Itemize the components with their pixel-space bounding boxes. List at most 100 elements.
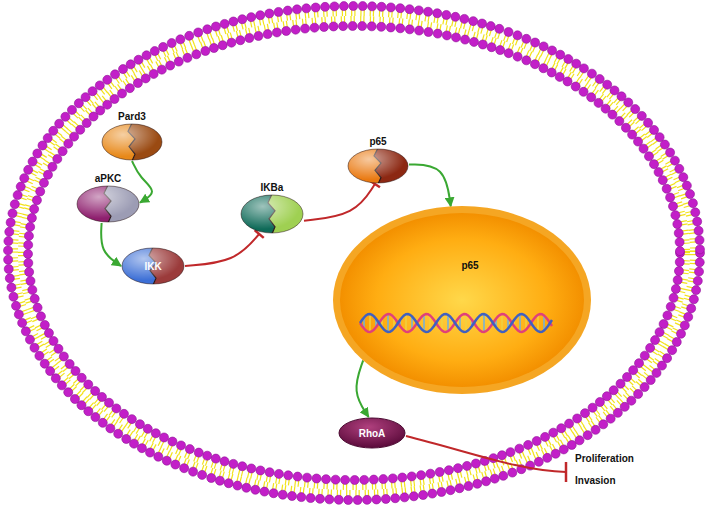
lipid-head: [35, 351, 44, 360]
lipid-head: [149, 69, 158, 78]
lipid-head: [591, 425, 600, 434]
lipid-head: [44, 329, 53, 338]
lipid-head: [293, 5, 302, 14]
lipid-head: [282, 26, 291, 35]
lipid-head: [168, 437, 177, 446]
lipid-head: [12, 301, 21, 310]
lipid-head: [644, 118, 653, 127]
lipid-head: [14, 310, 23, 319]
lipid-head: [236, 36, 245, 45]
lipid-head: [180, 464, 189, 473]
lipid-head: [134, 55, 143, 64]
lipid-head: [350, 475, 359, 484]
protein-ikk: IKK: [121, 247, 185, 285]
lipid-head: [201, 46, 210, 55]
lipid-head: [288, 492, 297, 501]
lipid-head: [315, 494, 324, 503]
lipid-head: [686, 190, 695, 199]
lipid-head: [106, 424, 115, 433]
lipid-head: [669, 202, 678, 211]
lipid-head: [297, 493, 306, 502]
lipid-head: [398, 473, 407, 482]
lipid-head: [341, 475, 350, 484]
lipid-head: [220, 19, 229, 28]
lipid-head: [654, 168, 663, 177]
lipid-head: [658, 176, 667, 185]
lipid-head: [157, 65, 166, 74]
lipid-head: [583, 431, 592, 440]
nucleus-body: [340, 213, 584, 387]
lipid-head: [98, 418, 107, 427]
lipid-head: [5, 274, 14, 283]
dna-rung: [483, 314, 485, 332]
lipid-head: [515, 444, 524, 453]
lipid-head: [171, 460, 180, 469]
lipid-head: [141, 74, 150, 83]
lipid-head: [551, 449, 560, 458]
lipid-head: [126, 60, 135, 69]
cell-membrane: [4, 2, 705, 505]
inhibition-line: [304, 184, 375, 221]
lipid-head: [103, 75, 112, 84]
lipid-head: [369, 475, 378, 484]
lipid-head: [655, 328, 664, 337]
lipid-head: [233, 481, 242, 490]
lipid-head: [245, 34, 254, 43]
lipid-head: [498, 451, 507, 460]
lipid-head: [27, 213, 36, 222]
lipid-head: [473, 479, 482, 488]
lipid-head: [311, 3, 320, 12]
lipid-head: [76, 125, 85, 134]
lipid-head: [689, 295, 698, 304]
lipid-head: [32, 196, 41, 205]
lipid-head: [446, 486, 455, 495]
lipid-head: [25, 335, 34, 344]
lipid-head: [435, 468, 444, 477]
protein-apkc: aPKC: [76, 172, 140, 223]
lipid-head: [680, 321, 689, 330]
lipid-head: [306, 494, 315, 503]
protein-highlight: [241, 195, 303, 233]
lipid-head: [417, 471, 426, 480]
lipid-head: [151, 429, 160, 438]
lipid-head: [283, 6, 292, 15]
lipid-head: [409, 492, 418, 501]
lipid-head: [24, 240, 33, 249]
lipid-head: [666, 302, 675, 311]
lipid-head: [615, 117, 624, 126]
lipid-head: [670, 156, 679, 165]
nucleus-rim: [333, 206, 591, 394]
lipid-head: [4, 237, 13, 246]
lipid-head: [674, 267, 683, 276]
lipid-head: [487, 43, 496, 52]
lipid-head: [6, 218, 15, 227]
lipid-head: [675, 247, 684, 256]
lipid-head: [695, 245, 704, 254]
lipid-head: [211, 22, 220, 31]
lipid-head: [639, 144, 648, 153]
lipid-head: [688, 199, 697, 208]
lipid-head: [125, 84, 134, 93]
lipid-head: [414, 6, 423, 15]
lipid-head: [322, 475, 331, 484]
lipid-head: [478, 40, 487, 49]
lipid-head: [353, 495, 362, 504]
lipid-head: [224, 479, 233, 488]
lipid-head: [676, 329, 685, 338]
lipid-head: [679, 173, 688, 182]
lipid-head: [669, 293, 678, 302]
lipid-head: [666, 148, 675, 157]
lipid-head: [396, 24, 405, 33]
activation-arrow: [356, 360, 368, 417]
lipid-head: [555, 72, 564, 81]
lipid-head: [368, 2, 377, 11]
lipid-head: [33, 149, 42, 158]
lipid-head: [303, 473, 312, 482]
activation-arrow: [101, 223, 121, 266]
lipid-head: [695, 258, 704, 267]
lipid-head: [24, 249, 33, 258]
dna-rung: [501, 314, 503, 332]
lipid-head: [391, 494, 400, 503]
lipid-head: [496, 46, 505, 55]
lipid-head: [30, 294, 39, 303]
